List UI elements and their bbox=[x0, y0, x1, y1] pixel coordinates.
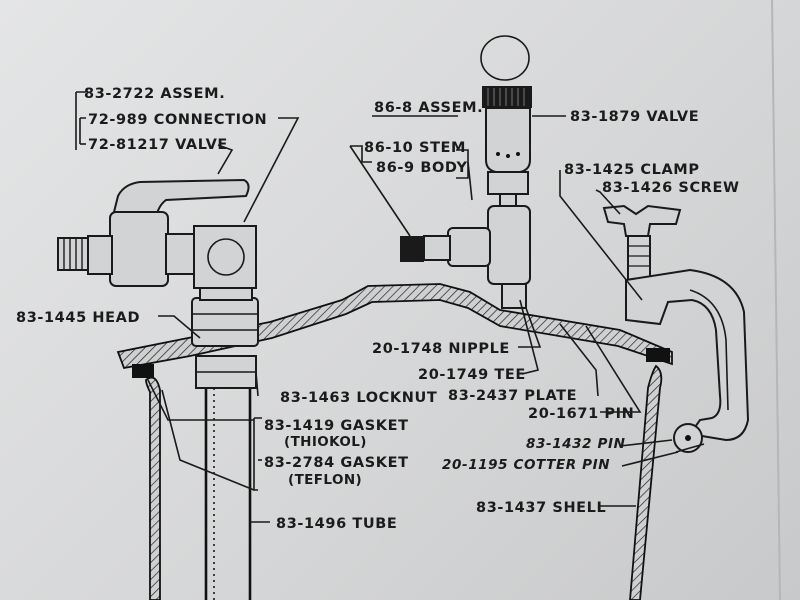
valve-body-81217 bbox=[109, 211, 169, 287]
cotter-pin bbox=[675, 443, 705, 453]
label-locknut-1463: 83-1463 LOCKNUT bbox=[280, 390, 437, 406]
label-assem-86-8: 86-8 ASSEM. bbox=[374, 100, 483, 116]
tee-body bbox=[487, 205, 531, 285]
label-screw-1426: 83-1426 SCREW bbox=[602, 180, 740, 196]
head-fitting bbox=[191, 297, 259, 347]
shell-left-wall bbox=[145, 376, 161, 600]
gasket-right bbox=[646, 348, 670, 362]
stem-body bbox=[447, 227, 491, 267]
stem-knob bbox=[400, 236, 424, 262]
label-tee-1749: 20-1749 TEE bbox=[418, 367, 526, 383]
label-tube-1496: 83-1496 TUBE bbox=[276, 516, 397, 532]
label-valve-81217: 72-81217 VALVE bbox=[88, 137, 228, 153]
label-gasket-1419: 83-1419 GASKET bbox=[264, 418, 409, 434]
connection-elbow bbox=[193, 225, 257, 289]
screw-tbar bbox=[602, 204, 682, 237]
label-connection-989: 72-989 CONNECTION bbox=[88, 112, 267, 128]
label-body-86-9: 86-9 BODY bbox=[376, 160, 468, 176]
shell-right-wall bbox=[629, 364, 663, 600]
label-gasket-thiokol: (THIOKOL) bbox=[284, 434, 367, 450]
valve-body-1879 bbox=[485, 107, 531, 173]
label-shell-1437: 83-1437 SHELL bbox=[476, 500, 606, 516]
screw-shaft bbox=[627, 235, 651, 281]
leader-lines bbox=[75, 91, 679, 523]
paper-edge bbox=[771, 0, 781, 600]
label-plate-2437: 83-2437 PLATE bbox=[448, 388, 577, 404]
nipple bbox=[501, 283, 527, 309]
label-valve-1879: 83-1879 VALVE bbox=[570, 109, 699, 125]
connection-thread bbox=[57, 237, 89, 271]
label-assem-2722: 83-2722 ASSEM. bbox=[84, 86, 225, 102]
label-pin-1432: 83-1432 PIN bbox=[526, 436, 626, 452]
label-nipple-1748: 20-1748 NIPPLE bbox=[372, 341, 510, 357]
label-gasket-2784: 83-2784 GASKET bbox=[264, 455, 409, 471]
label-head-1445: 83-1445 HEAD bbox=[16, 310, 140, 326]
label-gasket-teflon: (TEFLON) bbox=[288, 472, 362, 488]
label-stem-86-10: 86-10 STEM bbox=[364, 140, 466, 156]
gasket-left bbox=[132, 364, 154, 378]
pull-ring bbox=[480, 35, 530, 81]
label-cotter-pin-1195: 20-1195 COTTER PIN bbox=[442, 457, 610, 473]
label-clamp-1425: 83-1425 CLAMP bbox=[564, 162, 700, 178]
valve-handle bbox=[110, 178, 250, 222]
label-pin-1671: 20-1671 PIN bbox=[528, 406, 634, 422]
